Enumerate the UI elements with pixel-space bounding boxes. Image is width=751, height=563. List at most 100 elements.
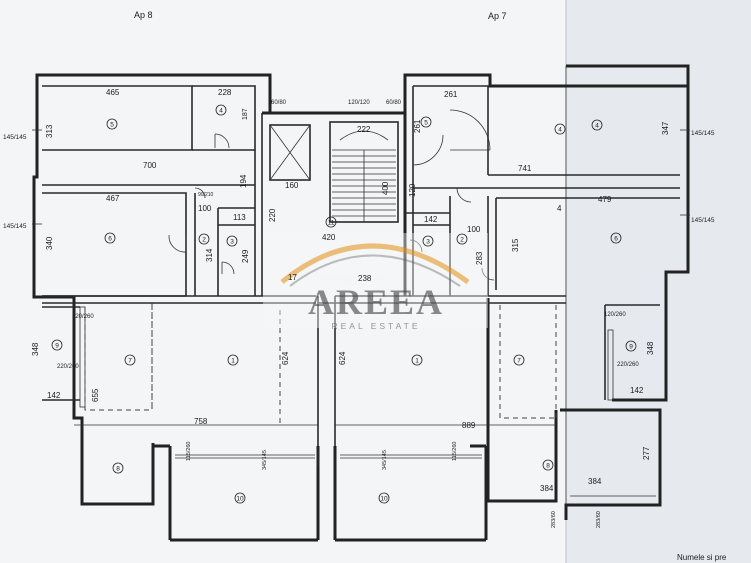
dim-420: 420 xyxy=(322,233,336,242)
room-number: 3 xyxy=(230,239,234,246)
room-number-circle xyxy=(106,118,118,130)
fw-145-145-b: 145/145 xyxy=(3,223,27,230)
room-number: 4 xyxy=(558,127,562,134)
dim-100a: 100 xyxy=(198,204,212,213)
fw-145-145-c: 145/145 xyxy=(691,130,715,137)
header-ap7: Ap 7 xyxy=(488,11,507,21)
room-number-circle xyxy=(542,459,554,471)
fw-283-60-b: 283/60 xyxy=(596,511,602,528)
room-number-circle xyxy=(104,232,116,244)
room-number-circle xyxy=(234,492,246,504)
room-number: 7 xyxy=(128,358,132,365)
fw-60-80-b: 60/80 xyxy=(386,100,402,106)
dim-228: 228 xyxy=(218,88,232,97)
dim-160: 160 xyxy=(285,181,299,190)
dim-467: 467 xyxy=(106,194,120,203)
dim-4x: 4 xyxy=(557,204,562,213)
dim-142b: 142 xyxy=(47,391,61,400)
opening-labels: 145/145 145/145 145/145 145/145 60/80 60… xyxy=(3,100,715,528)
dim-187: 187 xyxy=(242,108,249,120)
fw-115-260-a: 115/260 xyxy=(186,442,192,461)
dim-249: 249 xyxy=(241,249,250,263)
dim-120: 120 xyxy=(408,183,417,197)
room-number-circle xyxy=(422,235,434,247)
fw-120-120: 120/120 xyxy=(348,100,370,106)
room-number-circle xyxy=(625,340,637,352)
dim-283: 283 xyxy=(475,251,484,265)
dim-624b: 624 xyxy=(338,351,347,365)
fw-120-260-a: 120/260 xyxy=(72,314,94,320)
room-number-circle xyxy=(226,235,238,247)
room-number-circle xyxy=(51,339,63,351)
dim-384a: 384 xyxy=(540,484,554,493)
dim-889: 889 xyxy=(462,421,476,430)
header-ap8: Ap 8 xyxy=(134,10,153,20)
room-number: 10 xyxy=(236,496,244,503)
room-number-circle xyxy=(112,462,124,474)
dim-100b: 100 xyxy=(467,225,481,234)
fw-145-145-d: 145/145 xyxy=(691,217,715,224)
apartment-right xyxy=(333,64,690,542)
dim-277: 277 xyxy=(642,446,651,460)
dim-261a: 261 xyxy=(444,90,458,99)
room-number-circle xyxy=(215,104,227,116)
dim-17: 17 xyxy=(288,273,297,282)
room-number-circle xyxy=(554,123,566,135)
dim-142a: 142 xyxy=(424,215,438,224)
room-number-circle xyxy=(411,354,423,366)
dimension-labels: 465 228 187 313 700 194 100 467 340 113 … xyxy=(31,88,670,493)
room-number: 1 xyxy=(415,358,419,365)
room-number: 4 xyxy=(219,108,223,115)
fw-283-60-a: 283/60 xyxy=(551,511,557,528)
dim-313: 313 xyxy=(45,124,54,138)
room-number-circle xyxy=(456,233,468,245)
room-number-circle xyxy=(378,492,390,504)
dim-347: 347 xyxy=(661,121,670,135)
fw-345-145-a: 345/145 xyxy=(262,450,268,470)
dim-315: 315 xyxy=(511,238,520,252)
room-number: 6 xyxy=(614,236,618,243)
room-number: 4 xyxy=(595,123,599,130)
dim-384b: 384 xyxy=(588,477,602,486)
watermark: AREEA REAL ESTATE AREAimobiliare xyxy=(263,233,488,331)
room-number: 1 xyxy=(231,358,235,365)
fw-220-260-b: 220/260 xyxy=(617,362,639,368)
room-number-circle xyxy=(420,116,432,128)
footer-note: Numele si pre xyxy=(677,553,727,562)
room-number-circle xyxy=(610,232,622,244)
fw-145-145-a: 145/145 xyxy=(3,134,27,141)
dim-479: 479 xyxy=(598,195,612,204)
room-number: 5 xyxy=(110,122,114,129)
room-number: 10 xyxy=(380,496,388,503)
room-number-circle xyxy=(591,119,603,131)
room-number: 8 xyxy=(546,463,550,470)
room-number: 6 xyxy=(108,236,112,243)
dim-314: 314 xyxy=(205,248,214,262)
fw-120-260-b: 120/260 xyxy=(604,312,626,318)
room-number: 7 xyxy=(517,358,521,365)
room-number: 9 xyxy=(55,343,59,350)
dim-348a: 348 xyxy=(31,342,40,356)
room-number-circle xyxy=(227,354,239,366)
dim-655: 655 xyxy=(91,388,100,402)
dim-400: 400 xyxy=(381,181,390,195)
dim-238: 238 xyxy=(358,274,372,283)
fw-115-260-b: 115/260 xyxy=(452,442,458,461)
room-number-circle xyxy=(325,216,337,228)
fw-90-210: 90/210 xyxy=(198,192,214,198)
room-number: 3 xyxy=(426,239,430,246)
dim-261b: 261 xyxy=(413,119,422,133)
dim-465: 465 xyxy=(106,88,120,97)
fw-345-145-b: 345/145 xyxy=(382,450,388,470)
room-number: 9 xyxy=(629,344,633,351)
dim-624a: 624 xyxy=(281,351,290,365)
room-number: 2 xyxy=(460,237,464,244)
dim-222: 222 xyxy=(357,125,371,134)
dim-348b: 348 xyxy=(646,341,655,355)
dim-340: 340 xyxy=(45,236,54,250)
room-number-circle xyxy=(198,233,210,245)
watermark-subtitle: REAL ESTATE xyxy=(331,321,420,331)
dim-758: 758 xyxy=(194,417,208,426)
